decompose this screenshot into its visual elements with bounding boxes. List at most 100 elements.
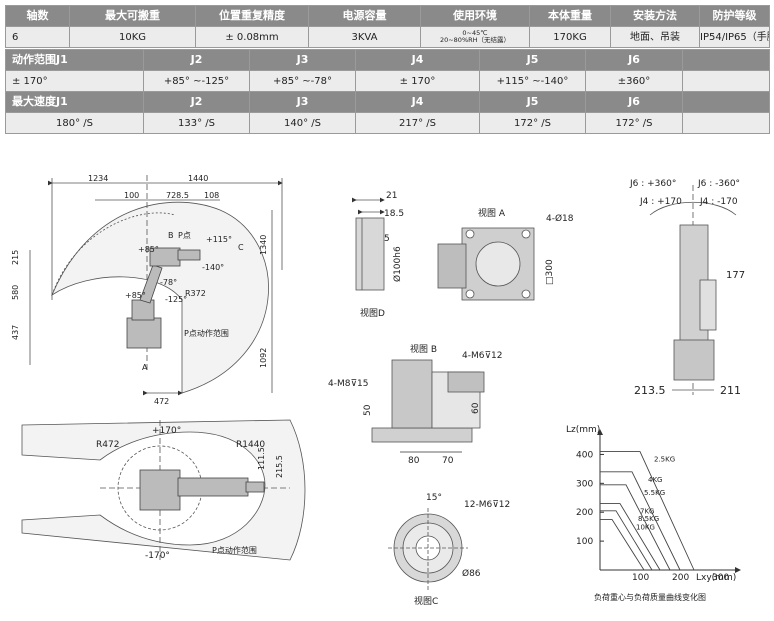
chart-y-tick-label: 400 <box>576 450 593 460</box>
range-v-j5: +115° ~-140° <box>479 70 586 92</box>
side-robot <box>126 247 201 349</box>
wrist-view <box>649 185 737 395</box>
view-a-labels: 视图 A 4-Ø18 □300 <box>478 207 574 285</box>
chart-series-label: 8.5KG <box>638 515 659 523</box>
range-h-j6: J6 <box>585 49 683 71</box>
range-v-j3: +85° ~-78° <box>249 70 356 92</box>
spec-v-protection: IP54/IP65（手腕） <box>699 26 770 48</box>
range-v-empty <box>682 70 770 92</box>
range-v-j6: ±360° <box>585 70 683 92</box>
chart-y-tick-label: 300 <box>576 479 593 489</box>
side-envelope-inner <box>51 212 176 296</box>
range-v-j1: ± 170° <box>5 70 144 92</box>
view-c <box>388 508 468 590</box>
top-label-r472: R472 <box>96 440 119 450</box>
label-minus78: -78° <box>160 278 177 287</box>
speed-v-empty <box>682 112 770 134</box>
spec-h-protection: 防护等级 <box>699 5 770 27</box>
spec-h-mounting: 安装方法 <box>610 5 700 27</box>
chart-series-line <box>600 503 661 571</box>
view-c-dia: Ø86 <box>462 568 481 579</box>
label-minus140: -140° <box>202 263 224 272</box>
speed-value-row: 180° /S 133° /S 140° /S 217° /S 172° /S … <box>5 112 770 134</box>
spec-h-weight: 本体重量 <box>529 5 611 27</box>
view-b-dim-60: 60 <box>471 402 481 414</box>
wrist-j4-neg: J4 : -170 <box>699 197 738 207</box>
view-a-title: 视图 A <box>478 207 506 219</box>
top-view-labels: +170° R472 R1440 111.5 215.5 -170° P点动作范… <box>96 426 284 561</box>
top-label-minus170: -170° <box>145 551 170 561</box>
view-d-title: 视图D <box>360 307 385 319</box>
label-c: C <box>238 243 244 252</box>
spec-v-env-temp: 0~45℃ <box>462 28 488 37</box>
dim-1234: 1234 <box>88 174 108 183</box>
speed-v-j1: 180° /S <box>5 112 144 134</box>
range-h-j3: J3 <box>249 49 356 71</box>
spec-header-row-1: 轴数 最大可搬重 位置重复精度 电源容量 使用环境 本体重量 安装方法 防护等级 <box>5 5 770 27</box>
spec-h-environment: 使用环境 <box>420 5 530 27</box>
spec-v-weight: 170KG <box>529 26 611 48</box>
chart-series-line <box>600 471 681 571</box>
view-d-dim-18-5: 18.5 <box>384 209 404 219</box>
dim-1092: 1092 <box>259 348 268 368</box>
view-b-m8: 4-M8⊽15 <box>328 379 369 389</box>
chart-series-label: 5.5KG <box>644 489 665 497</box>
top-label-111-5: 111.5 <box>257 447 266 470</box>
wrist-j4-pos: J4 : +170 <box>639 197 682 207</box>
chart-y-label: Lz(mm) <box>566 425 600 435</box>
spec-v-axes: 6 <box>5 26 70 48</box>
spec-table: 轴数 最大可搬重 位置重复精度 电源容量 使用环境 本体重量 安装方法 防护等级… <box>5 5 770 48</box>
speed-v-j2: 133° /S <box>143 112 250 134</box>
view-d-dim-d100: Ø100h6 <box>392 246 403 282</box>
view-a-holes: 4-Ø18 <box>546 213 574 224</box>
view-c-holes: 12-M6⊽12 <box>464 500 510 510</box>
view-d-dim-5: 5 <box>384 234 390 244</box>
spec-h-payload: 最大可搬重 <box>69 5 196 27</box>
view-b-m6: 4-M6⊽12 <box>462 351 503 361</box>
label-p-point: P点 <box>178 231 191 240</box>
spec-v-mounting: 地面、吊装 <box>610 26 700 48</box>
speed-v-j6: 172° /S <box>585 112 683 134</box>
view-d <box>352 197 385 291</box>
dim-1340: 1340 <box>259 235 268 255</box>
wrist-j6-pos: J6 : +360° <box>629 179 676 189</box>
label-plus85-b: +85° <box>125 291 146 300</box>
view-d-dim-21: 21 <box>386 191 397 201</box>
label-p-range: P点动作范围 <box>184 328 229 338</box>
view-b-dim-50: 50 <box>363 404 373 416</box>
dim-100: 100 <box>124 191 139 200</box>
chart-x-tick-label: 300 <box>712 573 729 583</box>
range-h-j4: J4 <box>355 49 480 71</box>
wrist-j6-neg: J6 : -360° <box>697 179 740 189</box>
dim-437: 437 <box>11 325 20 340</box>
view-b-title: 视图 B <box>410 343 437 355</box>
chart-series-line <box>600 484 671 571</box>
view-b <box>371 359 485 453</box>
side-envelope-shape <box>51 201 269 394</box>
chart-x-tick-label: 100 <box>632 573 649 583</box>
dim-108: 108 <box>204 191 219 200</box>
spec-h-power: 电源容量 <box>308 5 421 27</box>
view-b-labels: 视图 B 4-M6⊽12 4-M8⊽15 50 60 80 70 <box>328 343 503 466</box>
range-h-j2: J2 <box>143 49 250 71</box>
top-label-plus170: +170° <box>152 426 181 436</box>
dim-1440: 1440 <box>188 174 208 183</box>
label-r372: R372 <box>185 289 206 298</box>
view-c-angle: 15° <box>426 493 442 503</box>
chart-series-line <box>600 518 645 571</box>
spec-v-env-humidity: 20~80%RH（无结露） <box>439 36 511 44</box>
top-view <box>21 419 306 561</box>
speed-h-j1: 最大速度J1 <box>5 91 144 113</box>
chart-series-line <box>600 510 653 571</box>
speed-header-row: 最大速度J1 J2 J3 J4 J5 J6 <box>5 91 770 113</box>
view-b-dim-70: 70 <box>442 456 454 466</box>
spec-v-payload: 10KG <box>69 26 196 48</box>
chart-series-label: 2.5KG <box>654 456 675 464</box>
top-label-215-5: 215.5 <box>275 455 284 478</box>
speed-h-j5: J5 <box>479 91 586 113</box>
spec-h-axes: 轴数 <box>5 5 70 27</box>
